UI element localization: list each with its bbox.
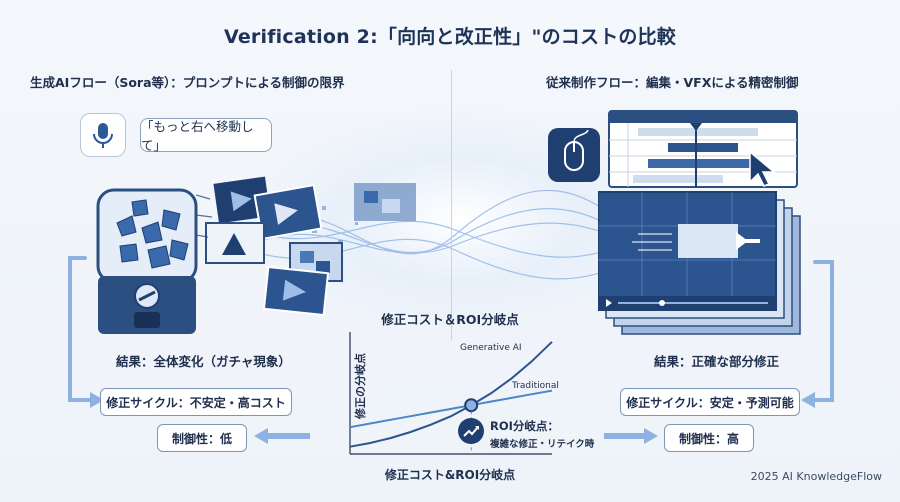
right-control-label: 制御性：高: [664, 424, 754, 452]
right-heading: 従来制作フロー：編集・VFXによる精密制御: [546, 75, 799, 90]
left-cycle-label: 修正サイクル：不安定・高コスト: [100, 388, 292, 416]
microphone-icon: [80, 113, 126, 157]
center-divider: [451, 70, 452, 340]
cursor-icon: [749, 150, 777, 187]
growth-chart-icon: [458, 418, 484, 444]
chart-bottom-label: 修正コスト&ROI分岐点: [384, 468, 516, 482]
page-title: Verification 2:「向向と改正性」"のコストの比較: [223, 26, 676, 48]
roi-title: ROI分岐点：: [490, 419, 559, 433]
vfx-frame: [598, 191, 801, 335]
left-control-label: 制御性：低: [157, 424, 247, 452]
right-cycle-label: 修正サイクル：安定・予測可能: [620, 388, 800, 416]
roi-chart: Generative AI Traditional: [349, 332, 559, 455]
series-label-generative-ai: Generative AI: [460, 343, 522, 353]
speech-bubble: 「もっと右へ移動して」: [140, 118, 272, 153]
chart-title: 修正コスト＆ROI分岐点: [381, 312, 519, 327]
left-heading: 生成AIフロー（Sora等）：プロンプトによる制御の限界: [30, 75, 345, 90]
mouse-icon: [548, 128, 600, 182]
right-result-caption: 結果：正確な部分修正: [654, 354, 780, 369]
breakeven-point: [464, 398, 479, 413]
credit: 2025 AI KnowledgeFlow: [750, 470, 882, 483]
roi-detail: 複雑な修正・リテイク時: [490, 439, 595, 450]
gacha-machine-icon: [96, 188, 198, 334]
series-label-traditional: Traditional: [511, 381, 559, 391]
series-line-traditional: [349, 389, 553, 429]
roi-note: ROI分岐点： 複雑な修正・リテイク時: [490, 418, 594, 450]
series-line-generative-ai: [349, 341, 553, 448]
left-result-caption: 結果：全体変化（ガチャ現象）: [116, 354, 291, 369]
random-output-frames: [196, 176, 416, 317]
